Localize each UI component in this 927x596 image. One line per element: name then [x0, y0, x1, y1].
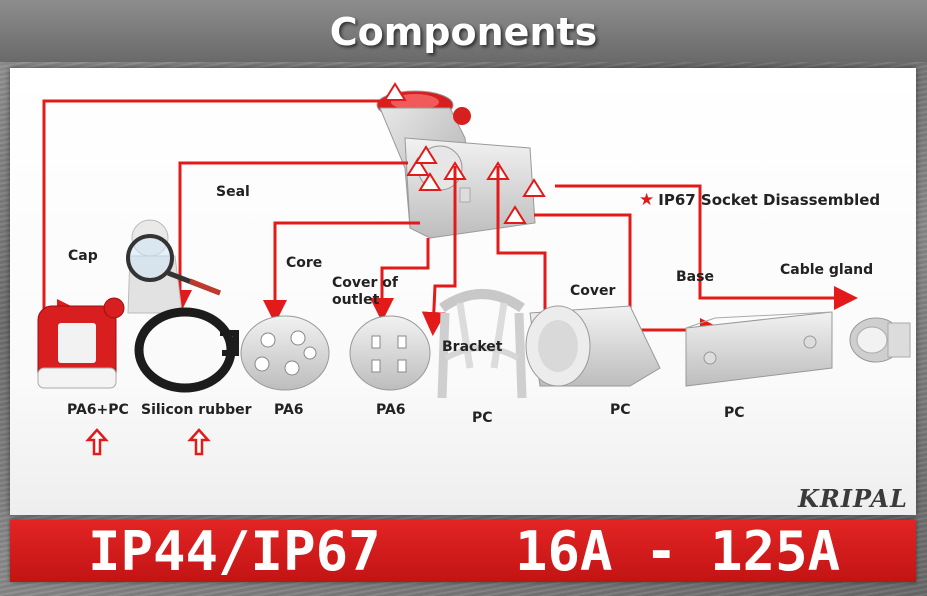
label-base: Base	[676, 269, 714, 285]
up-arrow-icon	[85, 428, 109, 456]
components-diagram	[37, 82, 911, 456]
legend: ★IP67 Socket Disassembled	[639, 190, 880, 210]
arrow-to-core	[263, 221, 420, 324]
cap-image	[37, 297, 125, 389]
cable-gland-image	[849, 317, 911, 363]
material-cap: PA6+PC	[67, 402, 129, 418]
arrow-to-cover-of-outlet	[370, 238, 430, 322]
material-base: PC	[724, 405, 745, 421]
material-cover-of-outlet: PA6	[376, 402, 406, 418]
ratings-banner: IP44/IP67 16A - 125A	[10, 520, 916, 582]
ip-rating-text: IP44/IP67	[88, 520, 381, 583]
label-core: Core	[286, 255, 323, 271]
seal-image	[134, 307, 239, 393]
arrow-to-cover	[496, 166, 557, 347]
up-arrow-icon	[187, 428, 211, 456]
assembled-socket-image	[376, 90, 536, 239]
label-cable-gland: Cable gland	[780, 262, 874, 278]
arrow-to-bracket	[421, 166, 457, 336]
title-band	[0, 0, 927, 62]
label-cover-of-outlet: Cover of outlet	[332, 275, 399, 308]
legend-text: IP67 Socket Disassembled	[658, 191, 881, 209]
label-cover: Cover	[570, 283, 616, 299]
arrow-to-seal	[168, 161, 408, 314]
core-image	[240, 315, 330, 391]
material-seal: Silicon rubber	[141, 402, 252, 418]
arrow-to-base	[534, 213, 724, 342]
cover-image	[525, 305, 661, 387]
brand-logo: KRIPAL	[798, 484, 908, 513]
bracket-image	[437, 289, 527, 399]
label-cap: Cap	[68, 248, 98, 264]
current-range-text: 16A - 125A	[515, 520, 841, 583]
page-title: Components	[329, 10, 598, 54]
diagram-panel: ★IP67 Socket Disassembled Seal Cap Core …	[10, 68, 916, 515]
material-cover: PC	[610, 402, 631, 418]
star-icon: ★	[639, 190, 655, 210]
up-arrows	[85, 428, 211, 456]
base-image	[685, 311, 833, 387]
cover-of-outlet-image	[349, 315, 431, 391]
label-bracket: Bracket	[442, 339, 503, 355]
magnifier-figure-image	[126, 219, 221, 314]
material-core: PA6	[274, 402, 304, 418]
material-bracket: PC	[472, 410, 493, 426]
arrow-to-cable-gland	[555, 184, 858, 310]
label-seal: Seal	[216, 184, 250, 200]
